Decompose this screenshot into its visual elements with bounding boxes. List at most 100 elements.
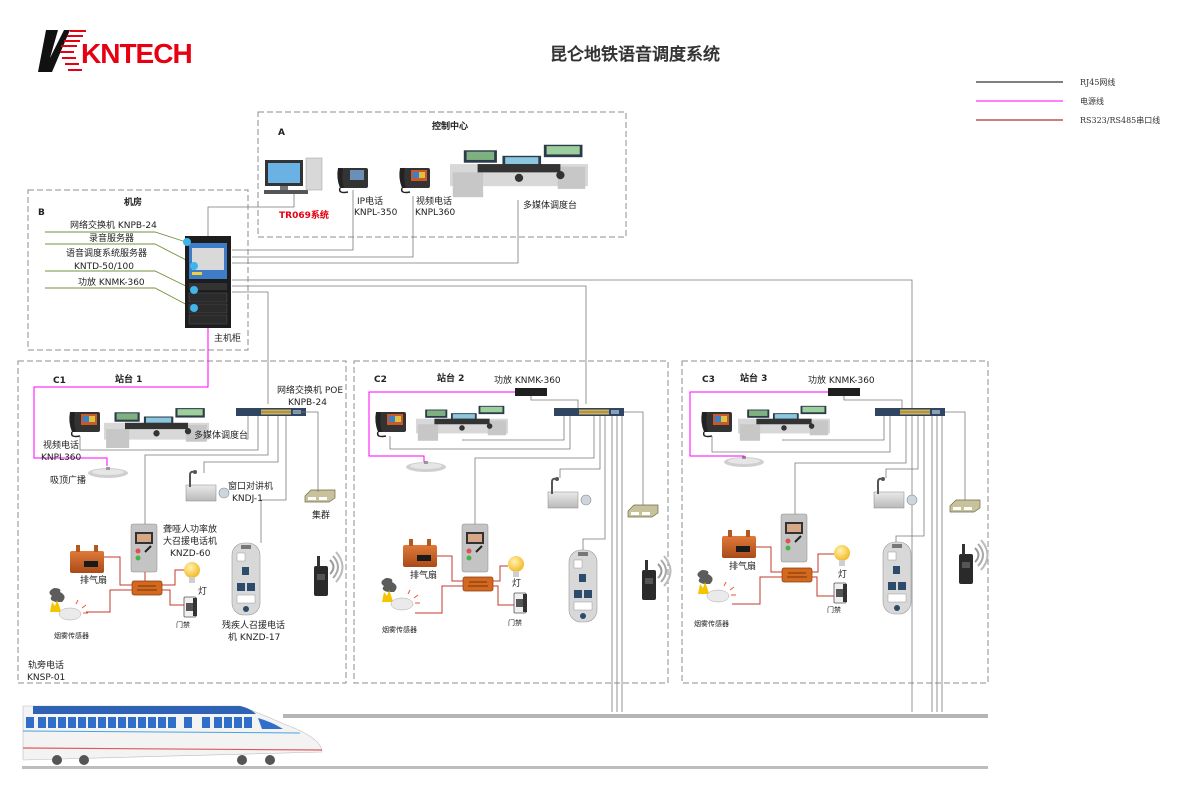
station-2-amplifier-icon bbox=[515, 388, 547, 396]
station-1-light-label: 灯 bbox=[198, 587, 208, 597]
station-1-control-box-icon bbox=[131, 580, 163, 596]
station-1-console-icon bbox=[104, 408, 209, 448]
machine-room-box bbox=[27, 189, 249, 351]
kntech-logo: KNTECH bbox=[38, 28, 193, 74]
station-3-smoke-label: 烟雾传感器 bbox=[694, 620, 729, 628]
station-1-title: 站台 1 bbox=[115, 375, 143, 385]
station-1-smoke-label: 烟雾传感器 bbox=[54, 632, 89, 640]
station-3-fan-icon bbox=[722, 530, 756, 558]
station-2-video-phone-icon bbox=[374, 411, 407, 438]
station-2-id: C2 bbox=[374, 375, 387, 385]
station-2-fan-icon bbox=[403, 539, 437, 567]
station-1-fan-icon bbox=[70, 545, 104, 573]
station-3-intercom-icon bbox=[873, 476, 918, 509]
tr069-label: TR069系统 bbox=[279, 211, 329, 221]
machine-room-item-recorder: 录音服务器 bbox=[89, 234, 135, 244]
machine-room-item-dispatch-server: 语音调度系统服务器 bbox=[66, 249, 148, 259]
legend-label-power: 电源线 bbox=[1080, 97, 1104, 106]
station-1-door-label: 门禁 bbox=[176, 621, 190, 629]
station-2-speaker-icon bbox=[406, 461, 446, 472]
rail-track bbox=[22, 714, 988, 769]
station-3-door-label: 门禁 bbox=[827, 606, 841, 614]
legend-label-serial: RS323/RS485串口线 bbox=[1080, 116, 1161, 125]
station-1-speaker-label: 吸顶广播 bbox=[50, 476, 87, 486]
station-1-disabled-phone-icon bbox=[231, 542, 261, 616]
station-1-cluster-icon bbox=[304, 489, 336, 503]
station-3-title: 站台 3 bbox=[740, 374, 768, 384]
console-icon bbox=[450, 144, 588, 198]
station-1-disabled-phone-label: 残疾人召援电话 bbox=[222, 621, 286, 631]
station-3-door-icon bbox=[833, 582, 848, 604]
machine-room-item-switch: 网络交换机 KNPB-24 bbox=[70, 221, 157, 231]
station-2-cluster-icon bbox=[627, 504, 659, 518]
station-2-box bbox=[353, 360, 669, 684]
station-2-console-icon bbox=[416, 405, 508, 441]
station-3-light-icon bbox=[834, 545, 850, 566]
ip-phone-label: IP电话 bbox=[357, 197, 384, 207]
station-2-title: 站台 2 bbox=[437, 374, 465, 384]
station-1-smoke-icon bbox=[48, 587, 89, 621]
station-2-disabled-phone-icon bbox=[568, 549, 598, 623]
legend bbox=[976, 81, 1063, 121]
tr069-computer-icon bbox=[264, 157, 323, 194]
station-2-smoke-icon bbox=[380, 577, 421, 611]
station-2-radio-icon bbox=[641, 555, 672, 601]
legend-label-rj45: RJ45网线 bbox=[1080, 78, 1116, 87]
station-1-box bbox=[17, 360, 347, 684]
video-phone-model: KNPL360 bbox=[415, 208, 456, 218]
station-1-intercom-icon bbox=[185, 469, 230, 502]
station-1-deaf-phone-icon bbox=[130, 523, 158, 573]
station-1-deaf-phone-model: KNZD-60 bbox=[170, 549, 211, 559]
station-3-switch-icon bbox=[874, 407, 946, 417]
station-3-fan-label: 排气扇 bbox=[729, 562, 757, 572]
main-cabinet bbox=[183, 236, 231, 328]
station-2-smoke-label: 烟雾传感器 bbox=[382, 626, 417, 634]
machine-room-id: B bbox=[38, 208, 45, 218]
station-1-deaf-phone-label-2: 大召援电话机 bbox=[163, 537, 218, 547]
track-phone-model: KNSP-01 bbox=[27, 673, 66, 683]
control-center-box bbox=[257, 111, 627, 238]
station-3-light-label: 灯 bbox=[838, 570, 848, 580]
control-center-title: 控制中心 bbox=[432, 122, 469, 132]
station-2-door-icon bbox=[513, 592, 528, 614]
station-1-console-label: 多媒体调度台 bbox=[194, 431, 249, 441]
station-1-light-icon bbox=[184, 562, 200, 583]
station-2-deaf-phone-icon bbox=[461, 523, 489, 573]
station-1-disabled-phone-model: 机 KNZD-17 bbox=[228, 633, 281, 643]
station-1-door-icon bbox=[183, 596, 198, 618]
train-icon bbox=[22, 705, 323, 765]
machine-room-item-amplifier: 功放 KNMK-360 bbox=[78, 278, 145, 288]
station-2-amplifier-label: 功放 KNMK-360 bbox=[494, 376, 561, 386]
ip-phone-model: KNPL-350 bbox=[354, 208, 398, 218]
station-3-box bbox=[681, 360, 989, 684]
station-1-video-phone-model: KNPL360 bbox=[41, 453, 82, 463]
station-2-light-icon bbox=[508, 556, 524, 577]
station-2-light-label: 灯 bbox=[512, 579, 522, 589]
station-2-door-label: 门禁 bbox=[508, 619, 522, 627]
machine-room-item-dispatch-model: KNTD-50/100 bbox=[74, 262, 134, 272]
station-3-radio-icon bbox=[958, 539, 989, 585]
page-title: 昆仑地铁语音调度系统 bbox=[550, 45, 720, 65]
video-phone-label: 视频电话 bbox=[416, 197, 453, 207]
station-1-radio-icon bbox=[313, 551, 344, 597]
station-1-intercom-model: KNDJ-1 bbox=[232, 494, 263, 504]
station-1-intercom-label: 窗口对讲机 bbox=[228, 482, 274, 492]
station-1-speaker-icon bbox=[88, 467, 128, 478]
station-2-intercom-icon bbox=[547, 476, 592, 509]
station-1-cluster-label: 集群 bbox=[312, 511, 331, 521]
station-1-switch-label: 网络交换机 POE bbox=[277, 386, 344, 396]
station-1-video-phone-label: 视频电话 bbox=[43, 441, 80, 451]
logo-text: KNTECH bbox=[81, 38, 193, 69]
station-3-console-icon bbox=[738, 405, 830, 441]
station-1-video-phone-icon bbox=[68, 411, 101, 438]
station-2-fan-label: 排气扇 bbox=[410, 571, 438, 581]
console-label: 多媒体调度台 bbox=[523, 201, 578, 211]
control-center-id: A bbox=[278, 128, 285, 138]
video-phone-icon bbox=[398, 167, 431, 194]
station-1-deaf-phone-label-1: 聋哑人功率放 bbox=[163, 525, 218, 535]
station-3-disabled-phone-icon bbox=[882, 541, 912, 615]
station-3-control-box-icon bbox=[781, 567, 813, 583]
station-3-video-phone-icon bbox=[700, 411, 733, 438]
station-3-amplifier-label: 功放 KNMK-360 bbox=[808, 376, 875, 386]
cabinet-label: 主机柜 bbox=[214, 334, 242, 344]
